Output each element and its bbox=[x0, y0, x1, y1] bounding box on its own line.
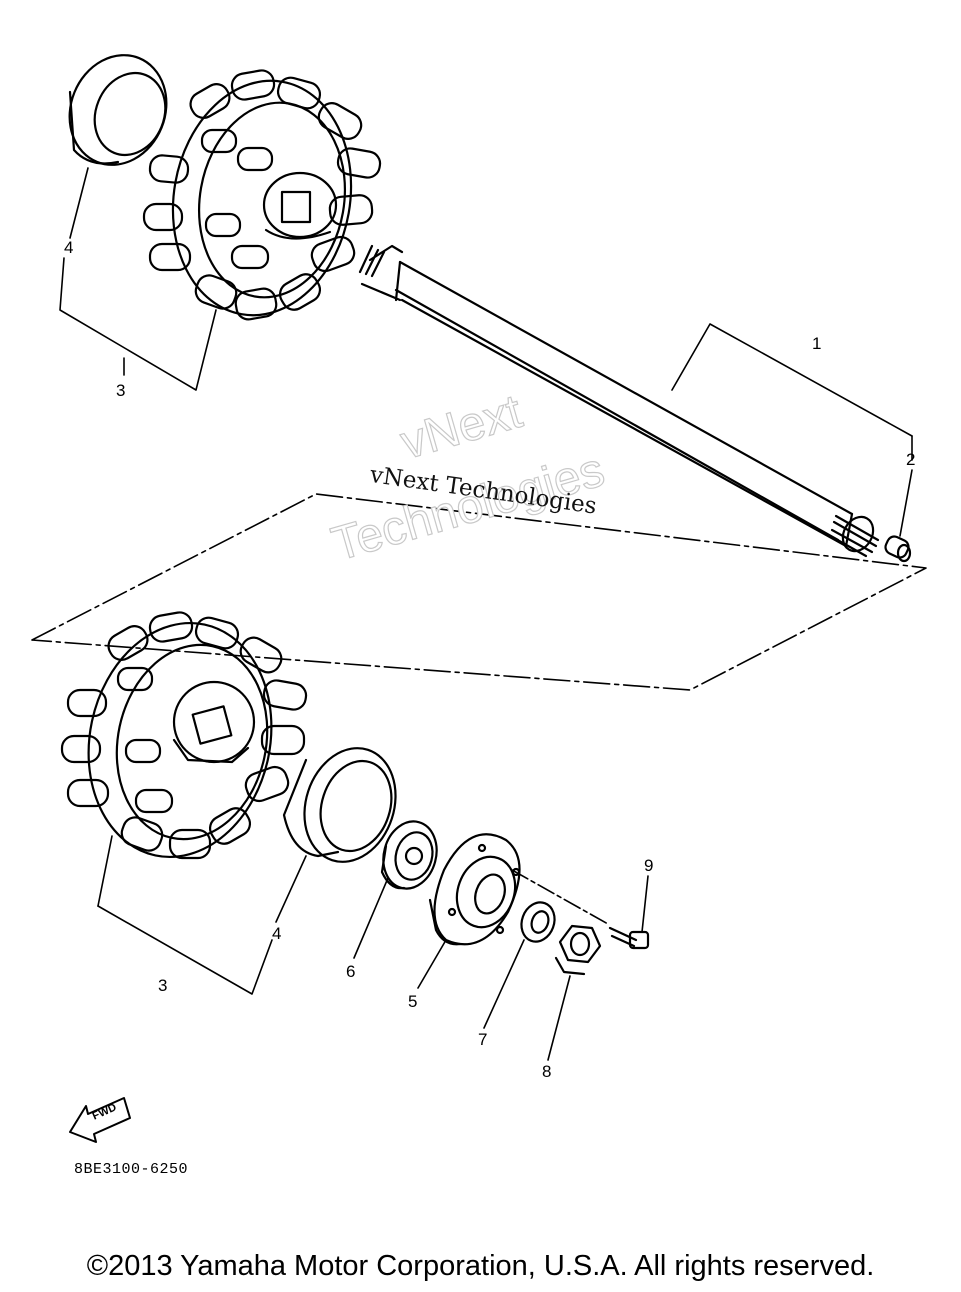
bearing-housing bbox=[428, 833, 521, 946]
callout-8: 8 bbox=[542, 1062, 552, 1081]
callout-3-lower: 3 bbox=[158, 976, 168, 995]
bearing bbox=[380, 820, 438, 890]
callout-3-upper: 3 bbox=[116, 381, 126, 400]
washer bbox=[520, 901, 556, 943]
copyright-footer: ©2013 Yamaha Motor Corporation, U.S.A. A… bbox=[86, 1250, 875, 1282]
callout-4-lower: 4 bbox=[272, 924, 282, 943]
collar-lower bbox=[282, 747, 397, 863]
bolt bbox=[608, 926, 650, 950]
drive-shaft bbox=[358, 244, 880, 558]
fwd-arrow-icon bbox=[69, 1097, 131, 1143]
alignment-lines bbox=[31, 493, 927, 925]
sprocket-lower bbox=[60, 611, 308, 860]
pin bbox=[884, 535, 912, 563]
callout-2: 2 bbox=[906, 450, 916, 469]
leader-lines bbox=[59, 167, 913, 1061]
callout-5: 5 bbox=[408, 992, 418, 1011]
callout-6: 6 bbox=[346, 962, 356, 981]
sprocket-upper bbox=[142, 69, 382, 321]
diagram-code: 8BE3100-6250 bbox=[74, 1161, 189, 1178]
callout-1: 1 bbox=[812, 334, 822, 353]
collar-upper bbox=[68, 54, 168, 166]
callout-7: 7 bbox=[478, 1030, 488, 1049]
callout-4-upper: 4 bbox=[64, 238, 74, 257]
callout-9: 9 bbox=[644, 856, 654, 875]
nut bbox=[554, 924, 602, 976]
